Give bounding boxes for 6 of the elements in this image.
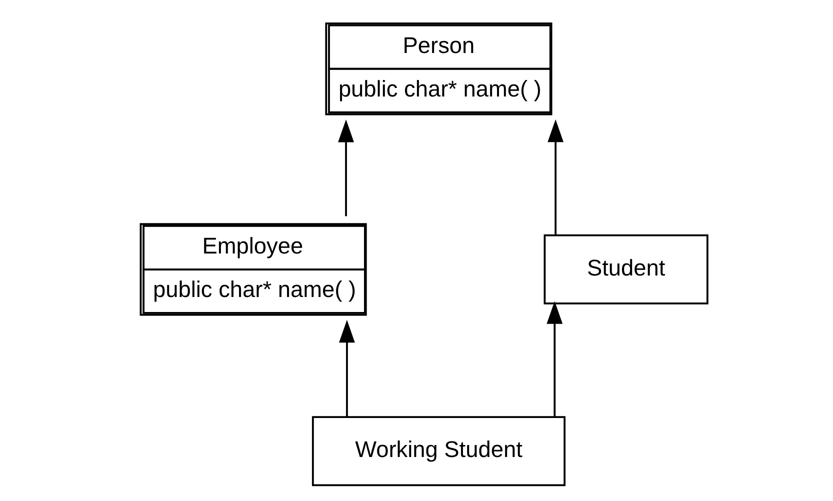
node-box: Student (544, 234, 708, 304)
node-box: Working Student (312, 416, 566, 486)
arrow (546, 301, 563, 417)
arrow (548, 119, 564, 234)
arrow (339, 320, 355, 417)
arrow (338, 119, 354, 216)
